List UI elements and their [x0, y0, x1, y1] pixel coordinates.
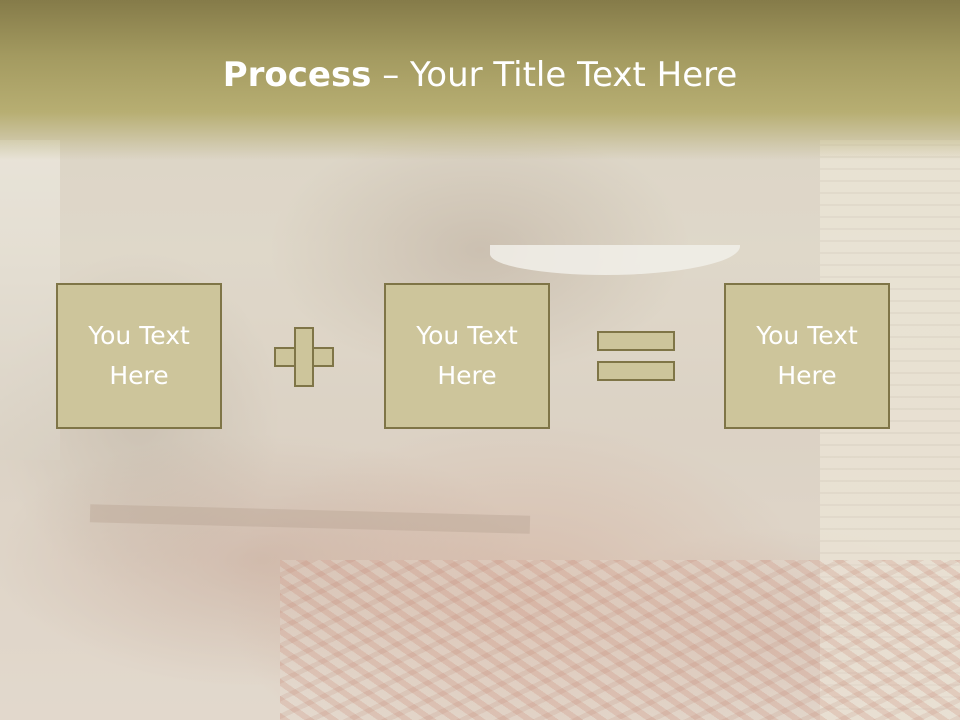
title-bold-part: Process	[222, 55, 372, 95]
process-box-3[interactable]: You Text Here	[724, 283, 890, 429]
process-box-2-label: You Text Here	[416, 321, 518, 390]
background-brick-wall	[820, 140, 960, 720]
process-box-3-label: You Text Here	[756, 321, 858, 390]
background-wall-left	[0, 140, 60, 460]
process-box-1-label: You Text Here	[88, 321, 190, 390]
title-rest-part: – Your Title Text Here	[371, 55, 738, 95]
process-box-1[interactable]: You Text Here	[56, 283, 222, 429]
background-rubble	[280, 560, 960, 720]
plus-icon	[274, 327, 334, 387]
title-band	[0, 0, 960, 160]
process-box-2[interactable]: You Text Here	[384, 283, 550, 429]
equals-icon	[597, 331, 675, 383]
slide-title[interactable]: Process – Your Title Text Here	[0, 52, 960, 98]
